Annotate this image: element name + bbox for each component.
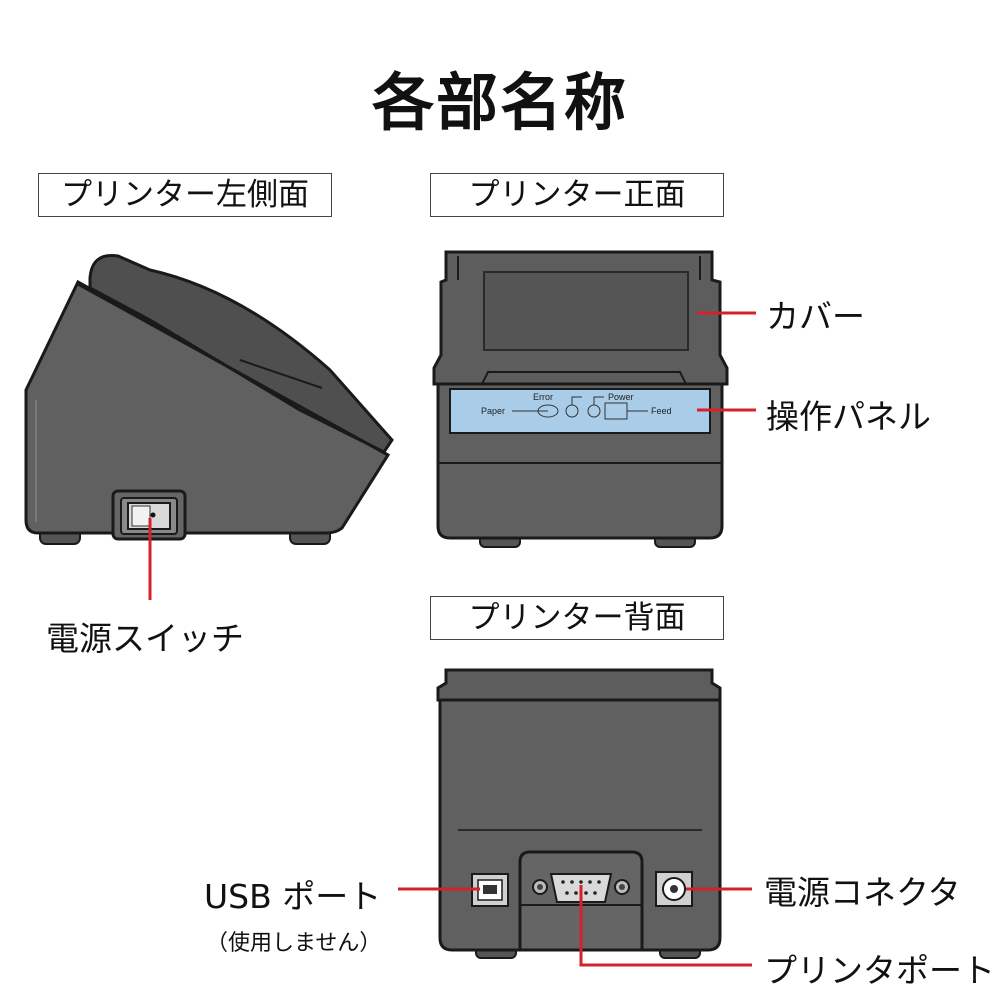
panel-power-label: Power — [608, 392, 634, 402]
callout-usb-note: （使用しません） — [206, 931, 382, 956]
printer-front-view: Error Power Paper Feed — [432, 250, 729, 548]
printer-back-view — [436, 668, 722, 959]
callout-usb-port: USB ポート — [204, 877, 382, 916]
callout-cover: カバー — [766, 297, 865, 336]
callout-power-switch: 電源スイッチ — [46, 619, 244, 658]
panel-error-label: Error — [533, 392, 553, 402]
view-label-left-side: プリンター左側面 — [38, 173, 332, 217]
callout-power-connector: 電源コネクタ — [764, 873, 961, 912]
panel-feed-label: Feed — [651, 406, 672, 416]
callout-printer-port: プリンタポート — [764, 951, 995, 990]
view-label-back: プリンター背面 — [430, 596, 724, 640]
callout-leader-lines — [148, 311, 756, 967]
page-title: 各部名称 — [371, 66, 628, 139]
view-label-front: プリンター正面 — [430, 173, 724, 217]
callout-control-panel: 操作パネル — [766, 397, 931, 436]
panel-paper-label: Paper — [481, 406, 505, 416]
printer-left-side-view — [24, 253, 394, 545]
